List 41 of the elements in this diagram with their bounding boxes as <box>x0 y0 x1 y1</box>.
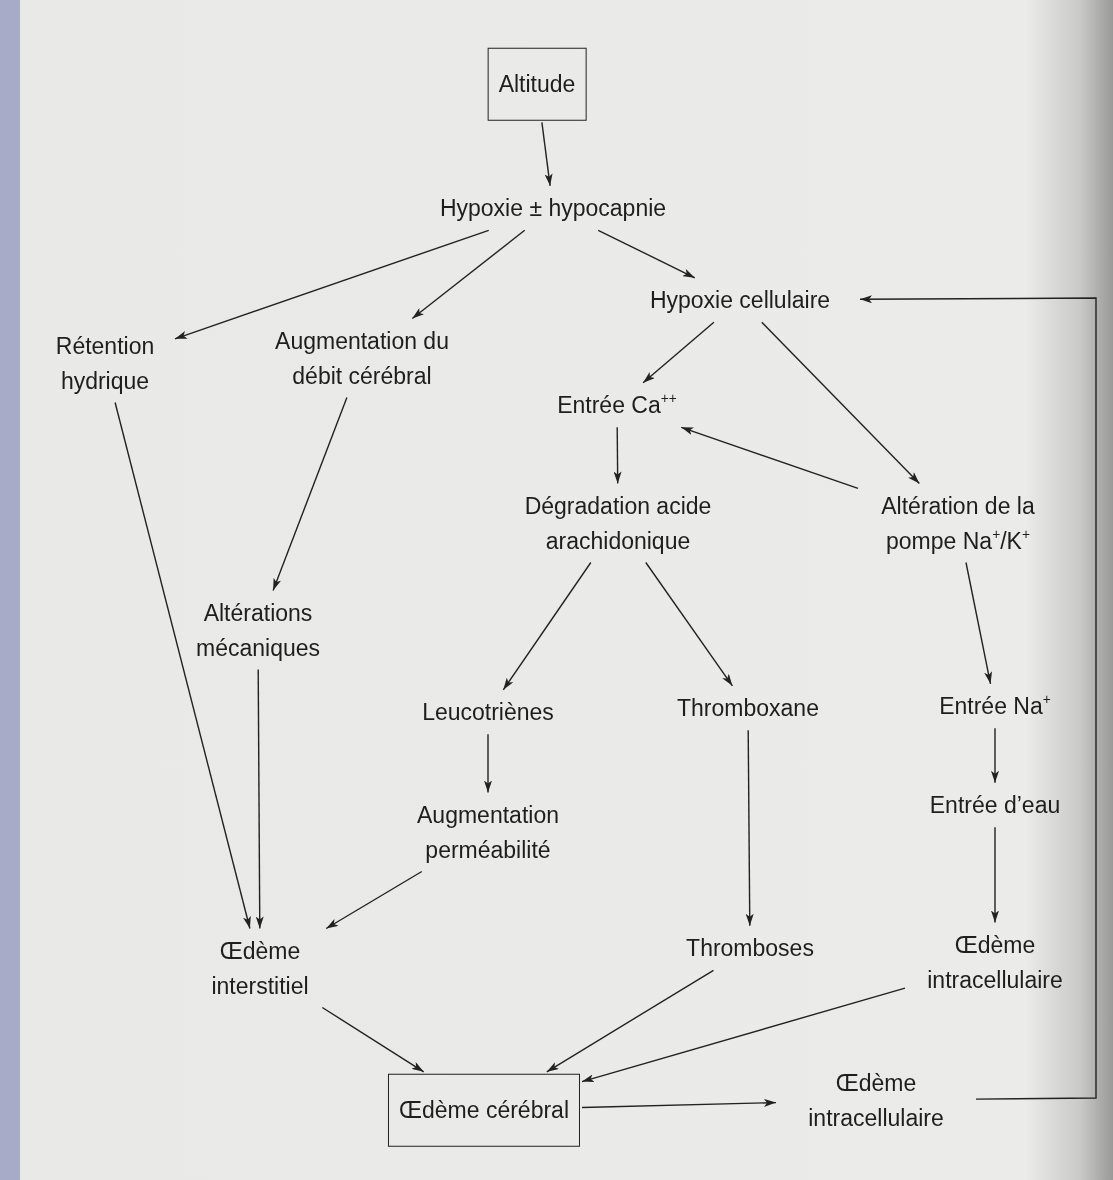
node-label: Altération de la pompe Na$^{+}$/K$^{+}$ <box>863 488 1053 558</box>
arrow <box>761 321 921 485</box>
arrow <box>991 727 999 784</box>
node-label: Œdème interstitiel <box>185 933 335 1003</box>
node-label: Œdème intracellulaire <box>910 927 1080 997</box>
arrow <box>411 229 526 320</box>
arrow <box>321 1006 425 1073</box>
arrow <box>114 401 251 930</box>
arrow <box>859 295 1097 1100</box>
node-label: Entrée Na$^{+}$ <box>925 688 1065 724</box>
node-label: Rétention hydrique <box>40 328 170 398</box>
arrow <box>991 826 999 924</box>
arrow <box>541 121 553 187</box>
arrow <box>272 396 348 592</box>
node-label: Entrée d’eau <box>915 787 1075 823</box>
node-label: Augmentation perméabilité <box>398 797 578 867</box>
arrow <box>581 987 906 1083</box>
arrow <box>484 733 492 794</box>
arrow <box>546 969 715 1073</box>
arrow <box>325 870 423 930</box>
node-label: Altérations mécaniques <box>178 595 338 665</box>
node-label: Leucotriènes <box>408 694 568 730</box>
arrow <box>642 321 715 384</box>
node-label: Thromboses <box>670 930 830 966</box>
node-label: Œdème intracellulaire <box>781 1065 971 1135</box>
node-label: Hypoxie ± hypocapnie <box>413 190 693 226</box>
node-label: Augmentation du débit cérébral <box>262 323 462 393</box>
arrow <box>965 561 993 685</box>
arrow <box>502 561 592 691</box>
node-label: Entrée Ca$^{++}$ <box>542 387 692 423</box>
arrow <box>597 229 696 279</box>
arrow <box>174 229 490 340</box>
arrow <box>613 426 622 485</box>
node-label: Thromboxane <box>663 690 833 726</box>
node-label: Hypoxie cellulaire <box>625 282 855 318</box>
arrow <box>645 561 734 687</box>
arrow <box>680 426 859 490</box>
arrow <box>745 729 754 927</box>
arrow <box>255 668 264 930</box>
arrow <box>581 1098 777 1109</box>
node-label: Dégradation acide arachidonique <box>503 488 733 558</box>
